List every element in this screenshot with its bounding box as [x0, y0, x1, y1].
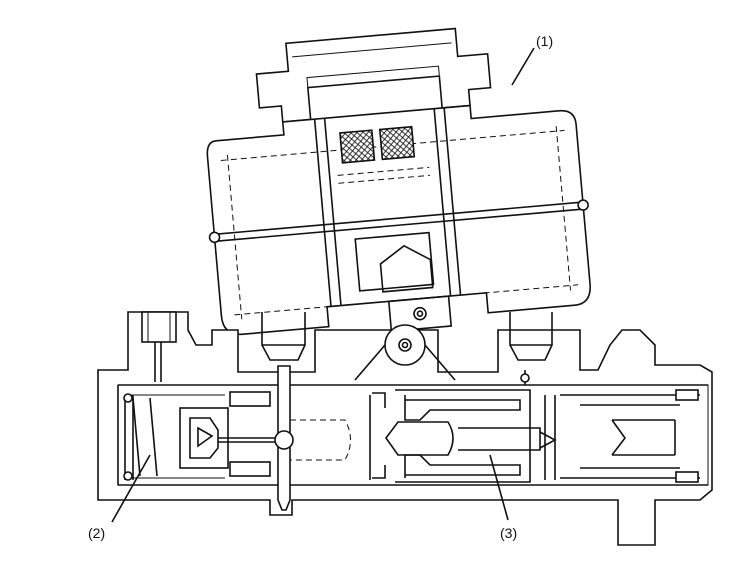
callout-label-2: (2)	[88, 525, 105, 541]
reservoir-body	[206, 104, 591, 336]
primary-piston-assembly	[369, 370, 700, 483]
leader-line-1	[511, 47, 535, 86]
reservoir	[206, 27, 591, 336]
callout-label-3: (3)	[500, 525, 517, 541]
cylinder-body	[97, 311, 713, 546]
secondary-spring	[123, 393, 225, 481]
leader-line-2	[111, 454, 151, 523]
callout-label-1: (1)	[536, 33, 553, 49]
leader-line-3	[489, 454, 509, 521]
secondary-piston-assembly	[179, 391, 351, 477]
